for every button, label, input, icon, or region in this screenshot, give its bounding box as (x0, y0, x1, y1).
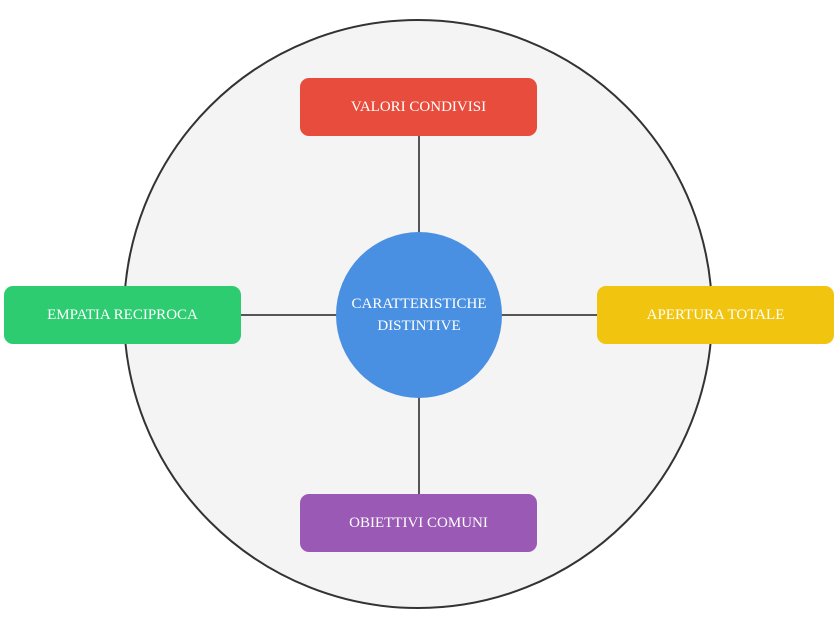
connector-top (418, 135, 420, 232)
connector-left (240, 314, 337, 316)
connector-bottom (418, 397, 420, 494)
center-label-line2: DISTINTIVE (377, 318, 461, 334)
center-label-line1: CARATTERISTICHE (351, 296, 487, 312)
connector-right (501, 314, 598, 316)
node-label: VALORI CONDIVISI (350, 98, 487, 115)
node-empatia-reciproca: EMPATIA RECIPROCA (4, 286, 241, 344)
node-label: OBIETTIVI COMUNI (349, 514, 488, 531)
node-label: APERTURA TOTALE (646, 306, 785, 323)
node-label: EMPATIA RECIPROCA (47, 306, 198, 323)
center-hub: CARATTERISTICHE DISTINTIVE (336, 232, 502, 398)
node-obiettivi-comuni: OBIETTIVI COMUNI (300, 494, 537, 552)
node-apertura-totale: APERTURA TOTALE (597, 286, 834, 344)
center-label: CARATTERISTICHE DISTINTIVE (352, 293, 487, 337)
node-valori-condivisi: VALORI CONDIVISI (300, 78, 537, 136)
